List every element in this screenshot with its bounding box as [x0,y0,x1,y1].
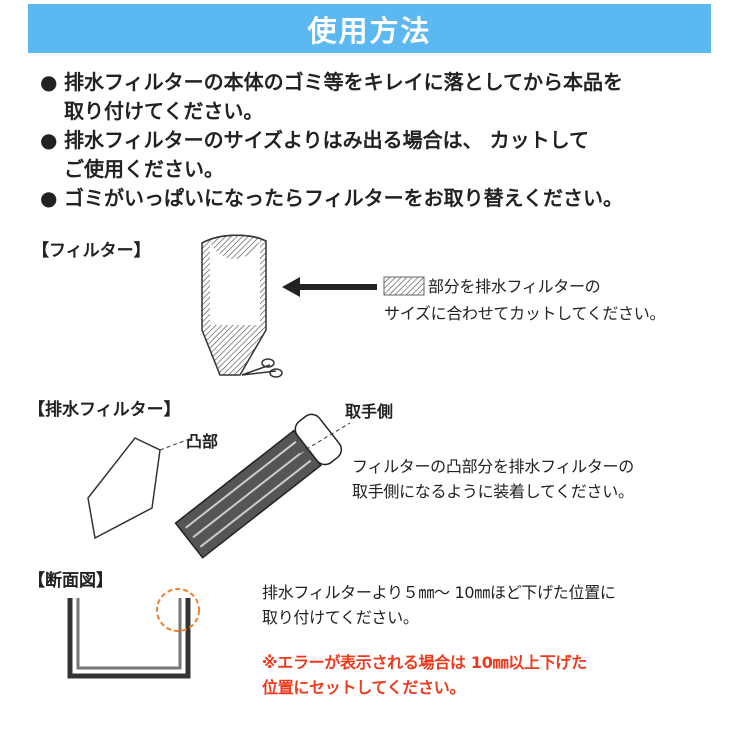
cross-section-diagram [67,588,200,679]
drain-section-label: 【排水フィルター】 [28,400,181,420]
drain-filter-illustration [174,413,351,559]
page-title: 使用方法 [307,13,432,48]
drain-note: フィルターの凸部分を排水フィルターの 取手側になるように装着してください。 [352,457,634,501]
cross-section-label: 【断面図】 [28,571,113,591]
totsu-label: 凸部 [186,432,219,451]
filter-sheet-illustration [87,437,193,540]
warning-note: ※エラーが表示される場合は 10㎜以上下げた 位置にセットしてください。 [262,653,587,697]
cross-note: 排水フィルターより５㎜～ 10㎜ほど下げた位置に 取り付けてください。 [262,583,616,627]
filter-bag-illustration [201,234,283,378]
filter-cut-note: 部分を排水フィルターの [428,277,601,296]
list-item: ゴミがいっぱいになったらフィルターをお取り替えください。 [40,184,730,213]
filter-cut-note-line2: サイズに合わせてカットしてください。 [384,304,666,323]
arrow-left-icon [282,277,377,297]
totte-label: 取手側 [345,402,394,421]
filter-section-label: 【フィルター】 [32,241,151,261]
header-banner: 使用方法 [28,4,711,53]
hatch-swatch-icon [383,276,425,296]
